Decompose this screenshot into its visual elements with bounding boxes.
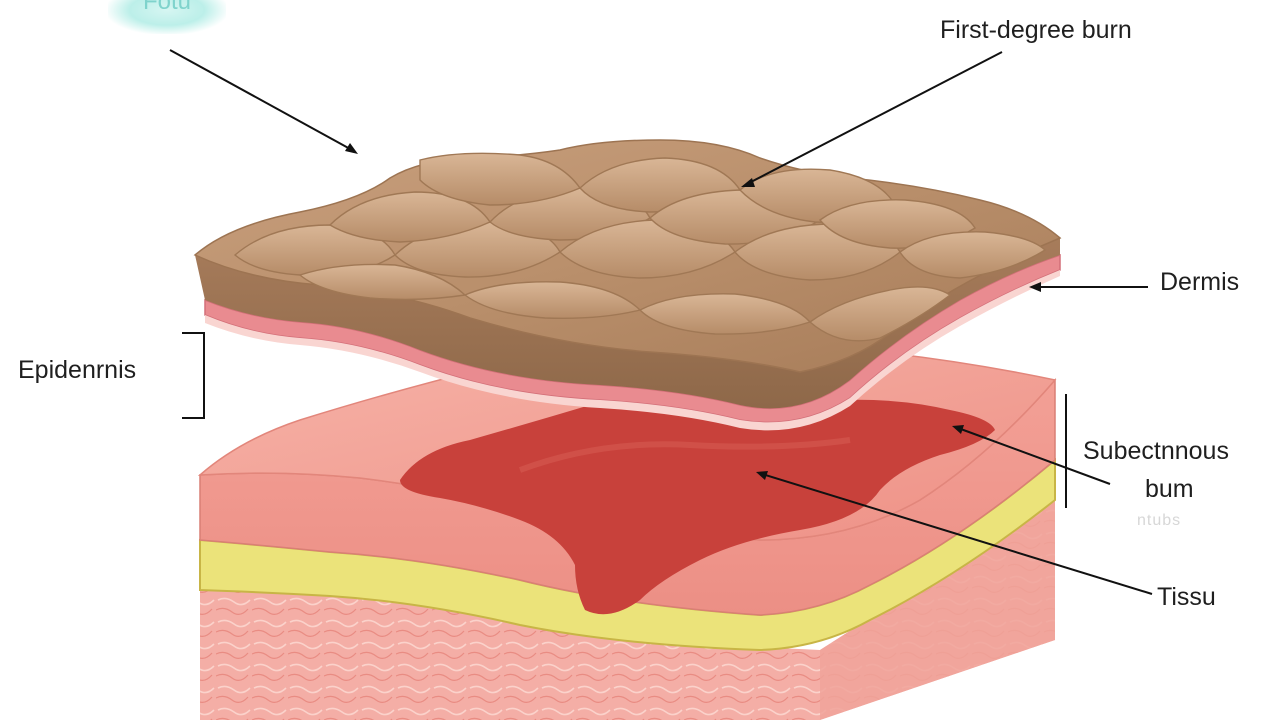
leader-first-degree — [746, 51, 1003, 185]
burn-area — [400, 391, 995, 615]
logo-badge-text: Fotu — [142, 0, 192, 15]
arrowheads — [345, 143, 1041, 480]
top-layer-segments — [233, 152, 1047, 342]
arrowhead-badge — [345, 143, 358, 154]
arrowhead-first-degree — [741, 178, 755, 187]
logo-badge: Fotu — [108, 0, 226, 34]
burn-highlight — [518, 437, 851, 473]
subcutaneous-faint-text: ntubs — [1137, 512, 1182, 529]
top-layer-side — [195, 238, 1060, 409]
dermis-label: Dermis — [1160, 268, 1240, 296]
epidermis-label: Epidenrnis — [18, 356, 137, 384]
annotation-lines — [169, 49, 1153, 595]
arrowhead-dermis — [1029, 282, 1041, 292]
leader-subcutaneous — [957, 427, 1111, 485]
arrowhead-tissue — [756, 471, 768, 480]
first-degree-burn-label: First-degree burn — [940, 16, 1132, 44]
tissue-label: Tissu — [1157, 583, 1216, 611]
leader-badge — [169, 49, 353, 151]
leader-tissue — [761, 473, 1153, 595]
subcutaneous-label-line1: Subectnnous — [1083, 437, 1229, 465]
arrowhead-subcutaneous — [952, 425, 964, 434]
subcutaneous-label-line2: bum — [1145, 475, 1194, 503]
deep-tissue-side — [820, 500, 1055, 720]
epidermis-bracket — [182, 332, 205, 419]
